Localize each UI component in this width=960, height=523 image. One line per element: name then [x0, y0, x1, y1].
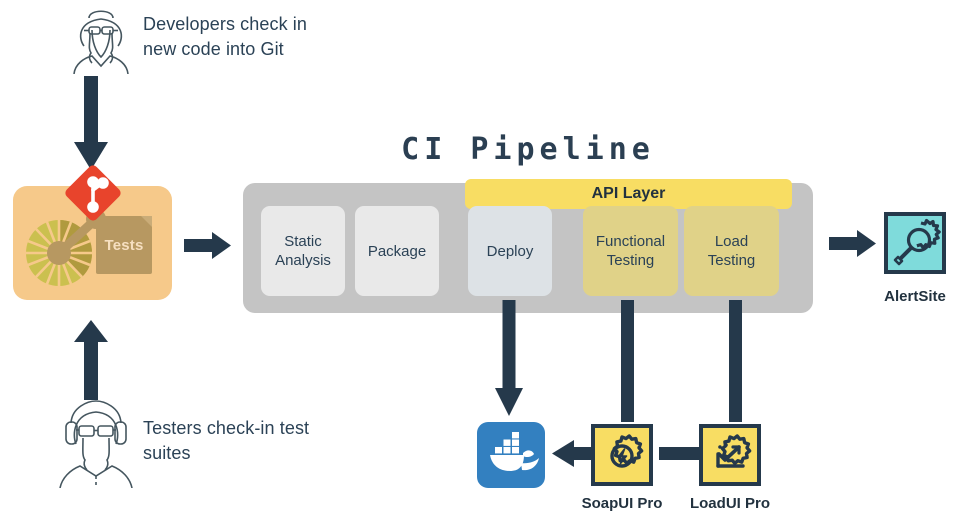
- soapui-pro-icon-box[interactable]: [591, 424, 653, 486]
- docker-whale-icon[interactable]: [477, 422, 545, 488]
- git-logo-icon: [62, 162, 124, 224]
- stage-label-line2: Testing: [707, 252, 756, 269]
- tests-document: Tests: [96, 216, 152, 274]
- loadui-pro-icon-box[interactable]: [699, 424, 761, 486]
- page-title: CI Pipeline: [401, 132, 655, 167]
- gear-lightning-icon: [595, 428, 649, 482]
- stage-label-line1: Package: [367, 242, 427, 260]
- api-layer-label: API Layer: [591, 185, 666, 202]
- pipeline-stage-functional-testing[interactable]: Functional Testing: [583, 206, 678, 296]
- developer-avatar-icon: [58, 6, 144, 75]
- loadui-pro-label: LoadUI Pro: [689, 495, 770, 512]
- gear-chart-icon: [703, 428, 757, 482]
- alertsite-label: AlertSite: [884, 288, 946, 305]
- stage-label-line1: Functional: [595, 233, 666, 250]
- developer-caption-line1: Developers check in: [143, 14, 307, 34]
- soapui-pro-label: SoapUI Pro: [581, 495, 663, 512]
- pipeline-stage-load-testing[interactable]: Load Testing: [684, 206, 779, 296]
- test-coverage-pie-icon: [22, 208, 110, 288]
- stage-label-line1: Load: [714, 233, 749, 250]
- pipeline-stage-static-analysis[interactable]: Static Analysis: [261, 206, 345, 296]
- stage-label-line1: Static: [284, 233, 322, 250]
- tester-caption-line2: suites: [143, 443, 191, 463]
- tester-caption-line1: Testers check-in test: [143, 418, 310, 438]
- ci-pipeline-container: API Layer Static Analysis Package Deploy…: [243, 179, 813, 313]
- stage-label-line1: Deploy: [486, 242, 534, 260]
- arrow-developer-to-repo: [72, 76, 110, 172]
- developer-caption: Developers check in new code into Git: [143, 12, 373, 62]
- arrow-deploy-to-docker: [491, 300, 527, 418]
- developer-caption-line2: new code into Git: [143, 39, 284, 59]
- connector-load-to-loadui: [729, 300, 742, 422]
- document-fold-corner: [141, 216, 152, 227]
- gear-magnifier-icon: [888, 216, 942, 270]
- arrow-tester-to-repo: [72, 320, 110, 400]
- tester-avatar-icon: [50, 398, 142, 489]
- connector-functional-to-soapui: [621, 300, 634, 422]
- stage-label-line2: Analysis: [275, 252, 331, 269]
- pipeline-stage-deploy[interactable]: Deploy: [468, 206, 552, 296]
- arrow-repo-to-pipeline: [184, 230, 232, 260]
- alertsite-icon-box[interactable]: [884, 212, 946, 274]
- arrow-pipeline-to-alertsite: [829, 228, 877, 258]
- pipeline-stage-package[interactable]: Package: [355, 206, 439, 296]
- api-layer-banner: API Layer: [465, 179, 792, 209]
- tester-caption: Testers check-in test suites: [143, 416, 373, 466]
- stage-label-line2: Testing: [606, 252, 655, 269]
- tests-document-label: Tests: [104, 236, 144, 254]
